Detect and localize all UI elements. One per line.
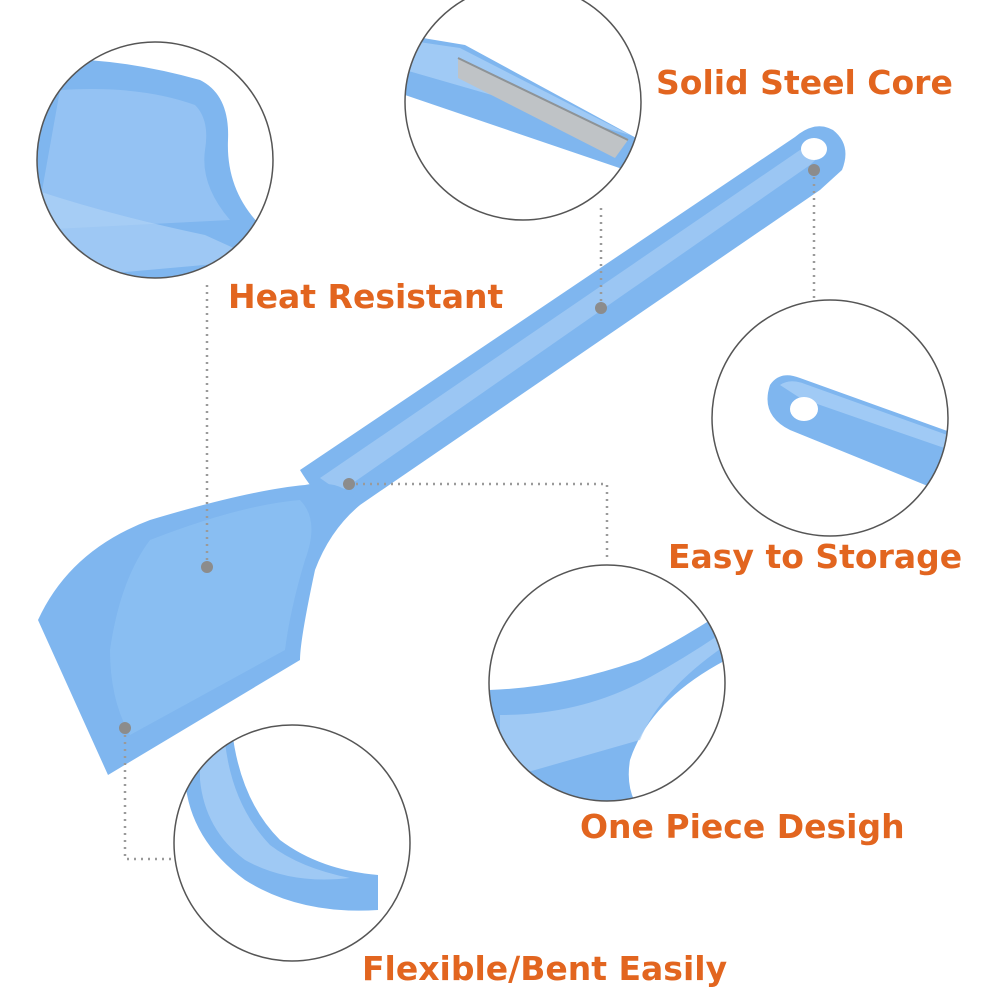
anchor-dot-storage (808, 164, 820, 176)
anchor-dot-steel (595, 302, 607, 314)
anchor-dot-flex (119, 722, 131, 734)
steel-core (458, 58, 628, 158)
feature-label-easy-storage: Easy to Storage (668, 537, 963, 576)
zoom-circle-steel (404, 0, 642, 221)
leader-lines (123, 170, 816, 861)
zoom-circle-heat (36, 41, 274, 279)
feature-label-one-piece: One Piece Desigh (580, 807, 905, 846)
anchor-dot-piece (343, 478, 355, 490)
zoom-circle-flex (173, 724, 411, 962)
hang-hole (801, 138, 827, 160)
zoom-circle-storage (711, 299, 949, 537)
zoom-circle-piece (488, 564, 726, 802)
spatula-head-shade (110, 500, 312, 735)
spatula-handle-highlight (320, 145, 826, 492)
feature-label-heat-resistant: Heat Resistant (228, 277, 504, 316)
leader-line-flex (123, 728, 172, 861)
feature-label-flexible: Flexible/Bent Easily (362, 949, 728, 988)
anchor-dot-heat (201, 561, 213, 573)
spatula-main (38, 126, 846, 775)
leader-line-piece (349, 482, 609, 560)
anchor-dots (119, 164, 820, 734)
hang-hole-zoom (790, 397, 818, 421)
feature-label-solid-steel-core: Solid Steel Core (656, 63, 953, 102)
